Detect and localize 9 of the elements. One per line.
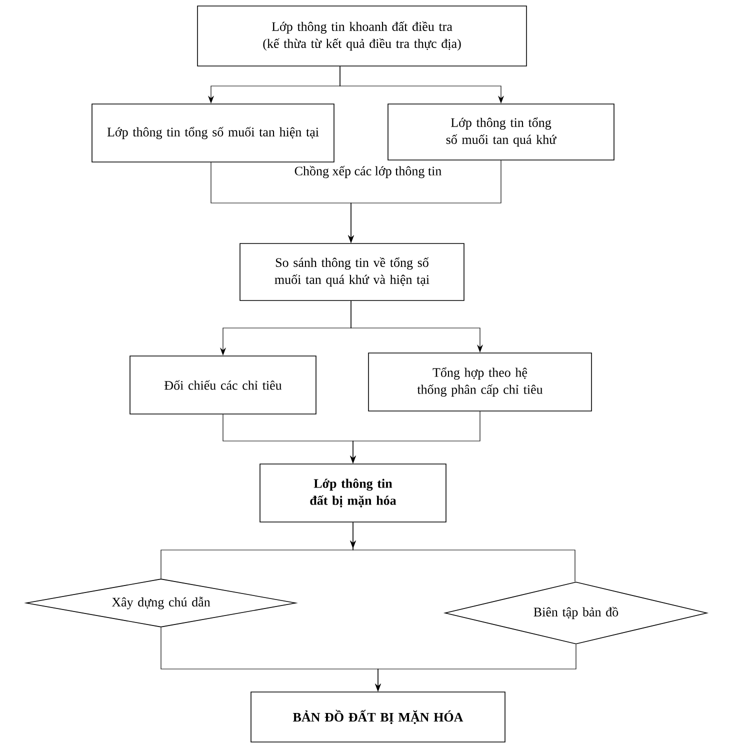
process-box: Tổng hợp theo hệ thống phân cấp chỉ tiêu (368, 352, 592, 412)
process-box: Lớp thông tin khoanh đất điều tra (kế thừa từ kết quả điều tra thực địa) (197, 6, 527, 66)
process-box: So sánh thông tin về tổng số muối tan quá khứ và hiện tại (240, 243, 464, 301)
process-box: Đối chiếu các chỉ tiêu (130, 356, 316, 414)
process-box: BẢN ĐỒ ĐẤT BỊ MẶN HÓA (250, 692, 506, 742)
process-box: Lớp thông tin tổng số muối tan hiện tại (92, 104, 334, 162)
process-box: Lớp thông tin tổng số muối tan quá khứ (388, 104, 614, 160)
note-text: Chồng xếp các lớp thông tin (294, 166, 442, 178)
process-box: Lớp thông tin đất bị mặn hóa (260, 464, 446, 522)
